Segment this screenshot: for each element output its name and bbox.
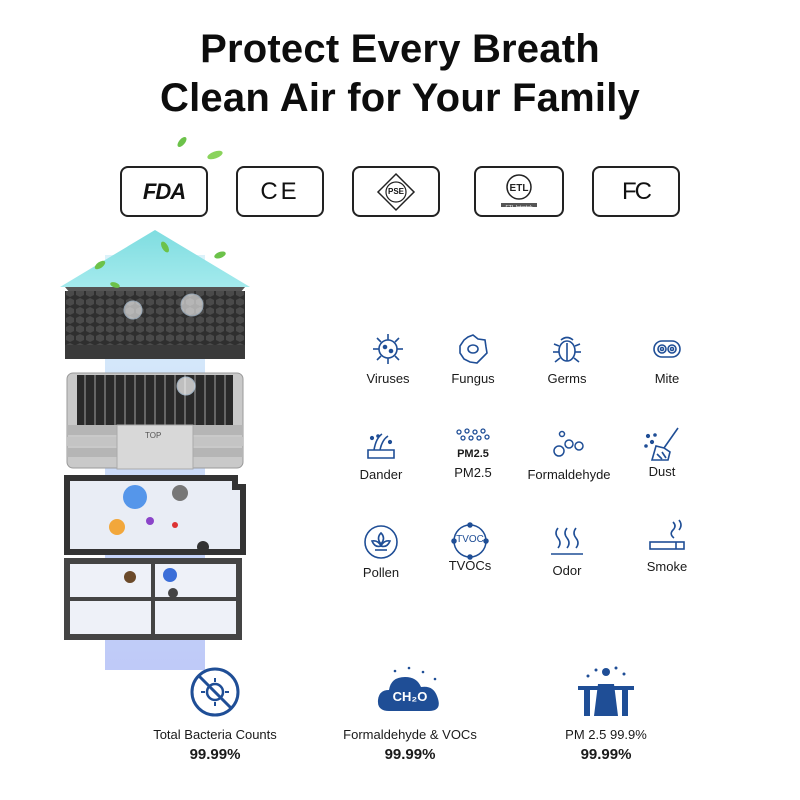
contaminant-pollen: Pollen: [331, 524, 431, 580]
contaminant-germs: Germs: [517, 332, 617, 386]
headline-line-1: Protect Every Breath: [200, 27, 600, 71]
headline-line-2: Clean Air for Your Family: [160, 76, 640, 120]
contaminant-label: Dust: [648, 464, 676, 479]
pse-mark-label: PSE: [387, 187, 404, 196]
dust-icon: [644, 427, 679, 461]
fcc-mark-icon: FC: [622, 177, 652, 205]
prefilter-frame-upper: [64, 475, 246, 555]
ce-badge: CE: [236, 166, 324, 217]
airflow-arrow: [60, 230, 250, 295]
tvoc-icon: [451, 522, 489, 560]
contaminant-viruses: Viruses: [338, 332, 438, 386]
contaminant-pm25: PM2.5 PM2.5: [423, 426, 523, 480]
contaminant-label: Mite: [654, 371, 680, 386]
contaminant-tvocs: TVOC TVOCs: [420, 522, 520, 573]
ce-mark-icon: CE: [260, 177, 300, 205]
virus-icon: [373, 334, 403, 364]
contaminant-label: Fungus: [451, 371, 495, 386]
pm25-icon-text: PM2.5: [457, 448, 489, 460]
contaminant-label: Odor: [552, 563, 582, 578]
stat-label: PM 2.5 99.9%: [565, 727, 647, 742]
stat-value: 99.99%: [189, 746, 241, 763]
stat-formaldehyde-vocs: CH₂O Formaldehyde & VOCs 99.99%: [310, 665, 510, 763]
dander-icon: [367, 433, 395, 459]
contaminant-mite: Mite: [617, 332, 717, 386]
stat-bacteria: Total Bacteria Counts 99.99%: [115, 665, 315, 763]
contaminant-label: Viruses: [366, 371, 410, 386]
contaminant-label: Dander: [359, 467, 403, 482]
mite-icon: [653, 340, 681, 358]
contaminant-label: TVOCs: [448, 558, 492, 573]
stat-value: 99.99%: [384, 746, 436, 763]
contaminant-fungus: Fungus: [423, 332, 523, 386]
pse-mark-icon: [376, 172, 416, 211]
pse-badge: PSE: [352, 166, 440, 217]
smoke-icon: [649, 519, 685, 550]
contaminant-label: PM2.5: [454, 465, 492, 480]
contaminant-label: Formaldehyde: [527, 467, 611, 482]
pollen-icon: [364, 525, 398, 559]
filter-top-label: TOP: [145, 431, 162, 440]
contaminant-smoke: Smoke: [617, 518, 717, 574]
contaminant-dander: Dander: [331, 428, 431, 482]
etl-mark-label: ETL Intertek: [505, 205, 533, 211]
factory-pollution-icon: [578, 666, 634, 716]
odor-icon: [551, 527, 583, 555]
contaminant-dust: Dust: [612, 426, 712, 479]
stat-pm25: PM 2.5 99.9% 99.99%: [506, 662, 706, 763]
pm25-icon: [456, 428, 490, 441]
contaminant-formaldehyde: Formaldehyde: [519, 428, 619, 482]
ch2o-cloud-icon: [377, 666, 439, 711]
filter-illustration: TOP: [55, 225, 255, 670]
stat-label: Total Bacteria Counts: [153, 727, 277, 742]
no-bacteria-icon: [190, 667, 240, 717]
stat-label: Formaldehyde & VOCs: [343, 727, 477, 742]
etl-mark-icon: ETL: [501, 173, 537, 207]
ch2o-icon-text: CH₂O: [392, 689, 428, 704]
formaldehyde-icon: [553, 430, 584, 457]
stat-value: 99.99%: [580, 746, 632, 763]
contaminant-label: Smoke: [646, 559, 688, 574]
germ-icon: [553, 336, 581, 363]
leaf-icon: [177, 137, 223, 160]
contaminant-label: Pollen: [362, 565, 400, 580]
etl-badge: ETL ETL Intertek: [474, 166, 564, 217]
contaminant-label: Germs: [547, 371, 587, 386]
svg-text:ETL: ETL: [510, 183, 529, 194]
fda-badge: FDA: [120, 166, 208, 217]
fda-logo-icon: FDA: [142, 178, 186, 204]
fungus-icon: [459, 334, 488, 364]
contaminant-odor: Odor: [517, 524, 617, 578]
fcc-badge: FC: [592, 166, 680, 217]
tvoc-icon-text: TVOC: [456, 534, 484, 545]
